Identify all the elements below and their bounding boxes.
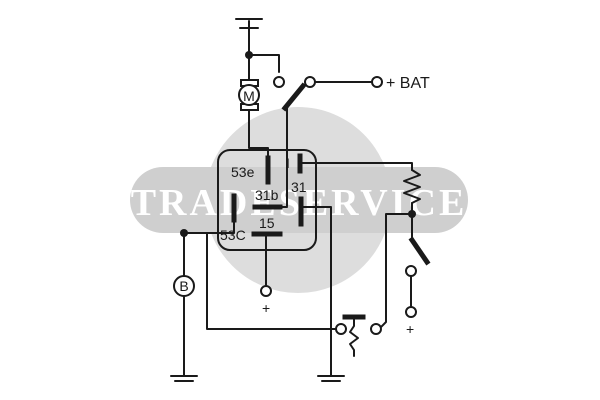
- motor-label: M: [243, 88, 255, 104]
- terminal-switch-right-lower: [405, 265, 417, 277]
- watermark-text: TRADESERVICE: [131, 182, 468, 224]
- terminal-bat: [371, 76, 383, 88]
- pushbutton-symbol: [342, 314, 366, 357]
- wire-31-ground: [300, 206, 332, 377]
- terminal-plus-right: [405, 306, 417, 318]
- label-53c: 53C: [220, 227, 246, 243]
- switch-blade-top: [281, 82, 307, 112]
- label-15: 15: [259, 215, 275, 231]
- ground-symbol-top: [235, 18, 263, 29]
- terminal-pushbutton-right: [370, 323, 382, 335]
- bulb-label: B: [179, 278, 188, 294]
- junction-top: [245, 51, 253, 59]
- wire-ground-branch: [248, 54, 280, 73]
- motor-symbol: M: [238, 79, 260, 111]
- terminal-plus-bottom: [260, 285, 272, 297]
- terminal-switch-left: [273, 76, 285, 88]
- label-plus-right: +: [406, 321, 414, 337]
- ground-symbol-left: [170, 375, 198, 382]
- label-bat: + BAT: [386, 75, 430, 92]
- battery-switch: + BAT: [281, 75, 430, 112]
- watermark: TRADESERVICE: [130, 107, 468, 293]
- wire-to-pushbutton: [206, 232, 337, 330]
- wire-junction-pushbutton: [380, 213, 413, 328]
- wire-i-resistor: [299, 162, 413, 171]
- switch-blade-right: [408, 236, 431, 266]
- label-plus-bottom: +: [262, 300, 270, 316]
- ground-symbol-right: [317, 375, 345, 382]
- resistor-symbol: [403, 169, 421, 204]
- terminal-switch-right: [304, 76, 316, 88]
- wire-motor-relay: [248, 109, 269, 159]
- label-31b: 31b: [255, 187, 279, 203]
- wire-53c-left: [183, 207, 235, 234]
- label-53e: 53e: [231, 164, 255, 180]
- relay-unit: 53e I 31 31b 53C 15: [217, 149, 317, 251]
- terminal-pushbutton-left: [335, 323, 347, 335]
- label-i: I: [286, 155, 290, 171]
- label-31: 31: [291, 179, 307, 195]
